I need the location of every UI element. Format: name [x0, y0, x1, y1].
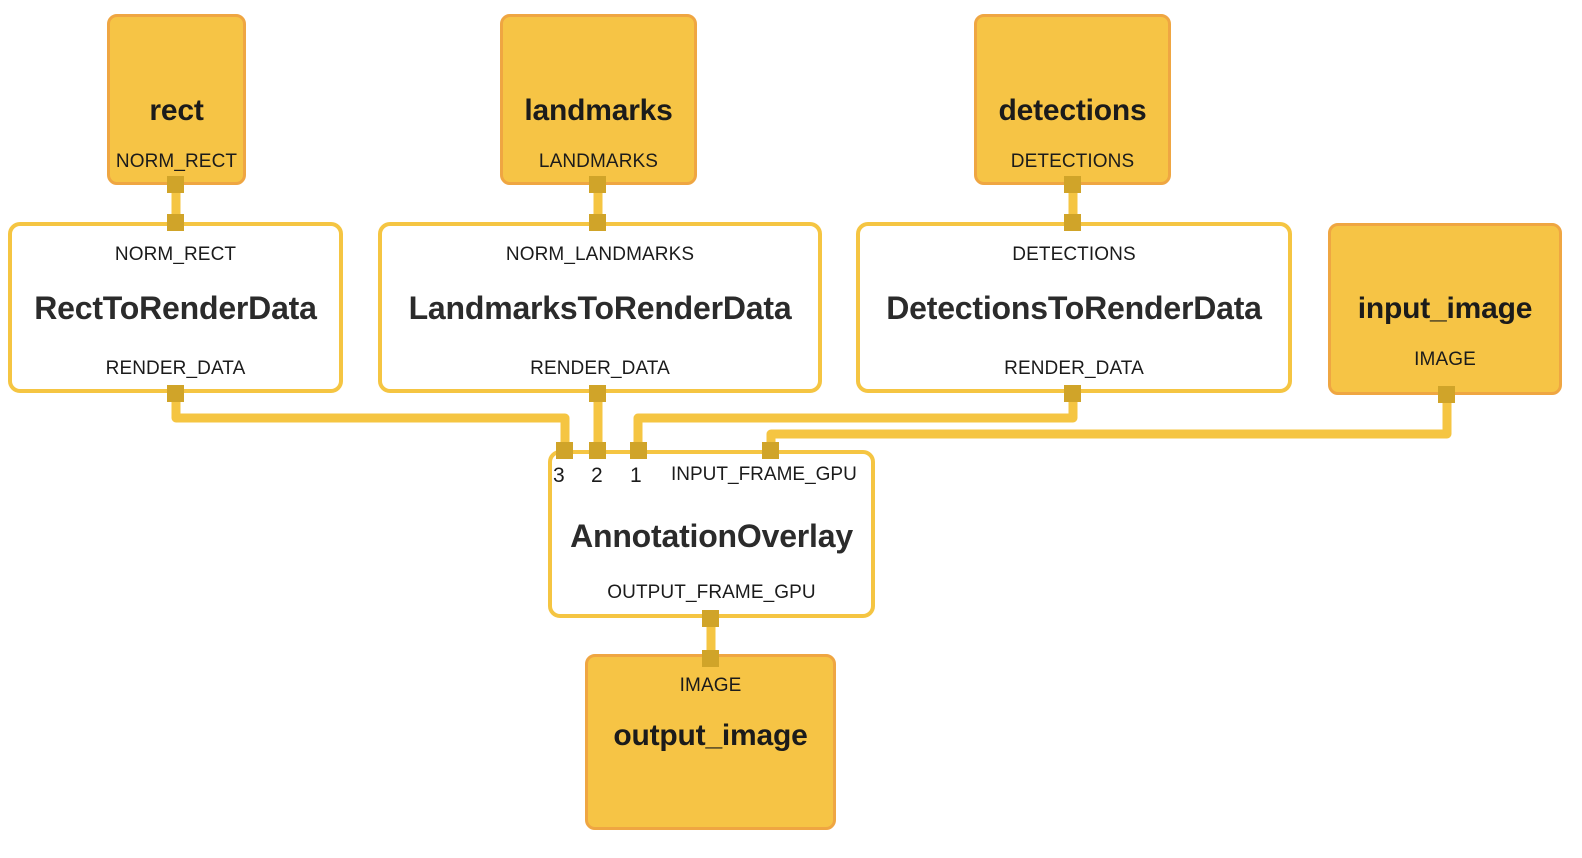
edge-rectrender-to-overlay3: [171, 393, 570, 450]
port-landmarks-to-render-data-out[interactable]: [589, 385, 606, 402]
node-annotation-overlay-output-port-label: OUTPUT_FRAME_GPU: [607, 582, 816, 603]
node-detections-title: detections: [998, 94, 1147, 127]
node-rect-to-render-data[interactable]: NORM_RECT RectToRenderData RENDER_DATA: [8, 222, 343, 393]
port-annotation-overlay-in-input-frame-gpu[interactable]: [762, 442, 779, 459]
node-rect-to-render-data-input-port-label: NORM_RECT: [114, 244, 237, 265]
port-annotation-overlay-in-2[interactable]: [589, 442, 606, 459]
node-rect-output-port-label: NORM_RECT: [115, 151, 238, 172]
node-input-image[interactable]: input_image IMAGE: [1328, 223, 1562, 395]
node-landmarks[interactable]: landmarks LANDMARKS: [500, 14, 697, 185]
node-rect-title: rect: [149, 94, 204, 127]
node-landmarks-to-render-data-input-port-label: NORM_LANDMARKS: [505, 244, 695, 265]
node-detections-to-render-data-input-port-label: DETECTIONS: [1012, 244, 1136, 265]
node-output-image-input-port-label: IMAGE: [679, 675, 742, 696]
node-landmarks-to-render-data[interactable]: NORM_LANDMARKS LandmarksToRenderData REN…: [378, 222, 822, 393]
node-landmarks-output-port-label: LANDMARKS: [538, 151, 659, 172]
port-landmarks-to-render-data-in[interactable]: [589, 214, 606, 231]
node-landmarks-title: landmarks: [524, 94, 673, 127]
node-landmarks-to-render-data-title: LandmarksToRenderData: [408, 290, 792, 326]
node-rect-to-render-data-output-port-label: RENDER_DATA: [105, 358, 246, 379]
node-landmarks-to-render-data-output-port-label: RENDER_DATA: [530, 358, 670, 379]
node-annotation-overlay-title: AnnotationOverlay: [570, 518, 853, 554]
node-detections[interactable]: detections DETECTIONS: [974, 14, 1171, 185]
port-output-image-in[interactable]: [702, 650, 719, 667]
port-detections-to-render-data-out[interactable]: [1064, 385, 1081, 402]
node-detections-to-render-data-title: DetectionsToRenderData: [886, 290, 1262, 326]
port-rect-to-render-data-out[interactable]: [167, 385, 184, 402]
node-detections-to-render-data-output-port-label: RENDER_DATA: [1004, 358, 1144, 379]
port-landmarks-out[interactable]: [589, 176, 606, 193]
node-annotation-overlay-input-index-3: 3: [553, 464, 565, 487]
node-detections-to-render-data[interactable]: DETECTIONS DetectionsToRenderData RENDER…: [856, 222, 1292, 393]
port-annotation-overlay-out[interactable]: [702, 610, 719, 627]
port-rect-out[interactable]: [167, 176, 184, 193]
node-annotation-overlay[interactable]: AnnotationOverlay OUTPUT_FRAME_GPU: [548, 450, 875, 618]
port-annotation-overlay-in-1[interactable]: [630, 442, 647, 459]
port-rect-to-render-data-in[interactable]: [167, 214, 184, 231]
node-rect-to-render-data-title: RectToRenderData: [34, 290, 317, 326]
port-detections-out[interactable]: [1064, 176, 1081, 193]
port-detections-to-render-data-in[interactable]: [1064, 214, 1081, 231]
node-output-image[interactable]: IMAGE output_image: [585, 654, 836, 830]
node-input-image-output-port-label: IMAGE: [1414, 349, 1476, 370]
edge-detectionsrender-to-overlay1: [633, 393, 1078, 450]
node-annotation-overlay-input-index-2: 2: [591, 464, 603, 487]
node-rect[interactable]: rect NORM_RECT: [107, 14, 246, 185]
edge-inputimage-to-overlay-inputframe: [766, 395, 1452, 450]
node-detections-output-port-label: DETECTIONS: [1010, 151, 1135, 172]
port-input-image-out[interactable]: [1438, 386, 1455, 403]
node-annotation-overlay-input-frame-label: INPUT_FRAME_GPU: [671, 464, 857, 485]
node-annotation-overlay-input-index-1: 1: [630, 464, 642, 487]
port-annotation-overlay-in-3[interactable]: [556, 442, 573, 459]
node-input-image-title: input_image: [1357, 292, 1533, 325]
node-output-image-title: output_image: [613, 719, 808, 752]
